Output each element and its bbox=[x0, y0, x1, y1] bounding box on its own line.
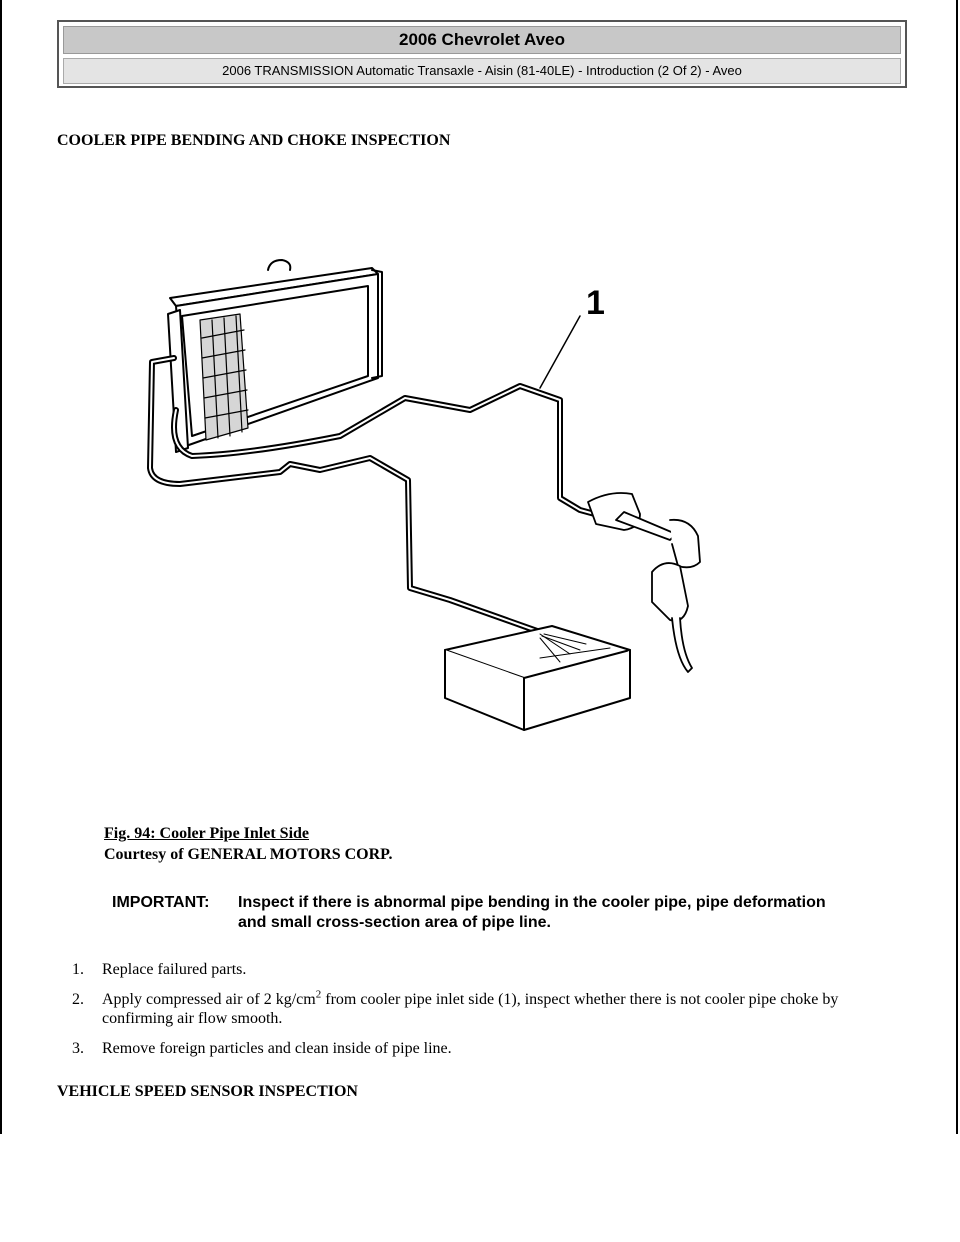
document-header: 2006 Chevrolet Aveo 2006 TRANSMISSION Au… bbox=[57, 20, 907, 88]
page-border-right bbox=[956, 0, 958, 1134]
radiator-core-mesh bbox=[199, 313, 249, 441]
air-spray-drawing bbox=[539, 633, 587, 663]
step-number: 2. bbox=[72, 991, 84, 1008]
page-border-left bbox=[0, 0, 2, 1134]
cooler-pipe-figure: 1 bbox=[147, 259, 701, 731]
list-item: 1. Replace failured parts. bbox=[72, 960, 912, 979]
hands-air-gun-drawing bbox=[587, 492, 701, 673]
header-subtitle: 2006 TRANSMISSION Automatic Transaxle - … bbox=[63, 58, 901, 84]
callout-number: 1 bbox=[586, 284, 605, 322]
next-section-heading: VEHICLE SPEED SENSOR INSPECTION bbox=[57, 1083, 358, 1100]
figure-caption[interactable]: Fig. 94: Cooler Pipe Inlet Side bbox=[104, 825, 310, 842]
important-label: IMPORTANT: bbox=[112, 894, 210, 911]
procedure-steps: 1. Replace failured parts. 2. Apply comp… bbox=[72, 960, 912, 1069]
step-text-continued: from cooler pipe inlet side (1), inspect… bbox=[102, 991, 839, 1027]
section-heading: COOLER PIPE BENDING AND CHOKE INSPECTION bbox=[57, 132, 451, 149]
superscript: 2 bbox=[315, 988, 322, 1001]
step-number: 1. bbox=[72, 961, 84, 978]
step-text: Apply compressed air of 2 kg/cm bbox=[102, 991, 316, 1008]
step-text: Remove foreign particles and clean insid… bbox=[102, 1040, 452, 1057]
radiator-drawing bbox=[167, 259, 383, 453]
list-item: 2. Apply compressed air of 2 kg/cm2 from… bbox=[72, 988, 912, 1028]
header-title: 2006 Chevrolet Aveo bbox=[63, 26, 901, 54]
step-number: 3. bbox=[72, 1040, 84, 1057]
list-item: 3. Remove foreign particles and clean in… bbox=[72, 1039, 912, 1058]
figure-courtesy: Courtesy of GENERAL MOTORS CORP. bbox=[104, 846, 393, 863]
callout-leader bbox=[539, 315, 581, 389]
drain-basin-drawing bbox=[444, 625, 631, 731]
step-text: Replace failured parts. bbox=[102, 961, 247, 978]
important-text: Inspect if there is abnormal pipe bendin… bbox=[238, 894, 826, 931]
